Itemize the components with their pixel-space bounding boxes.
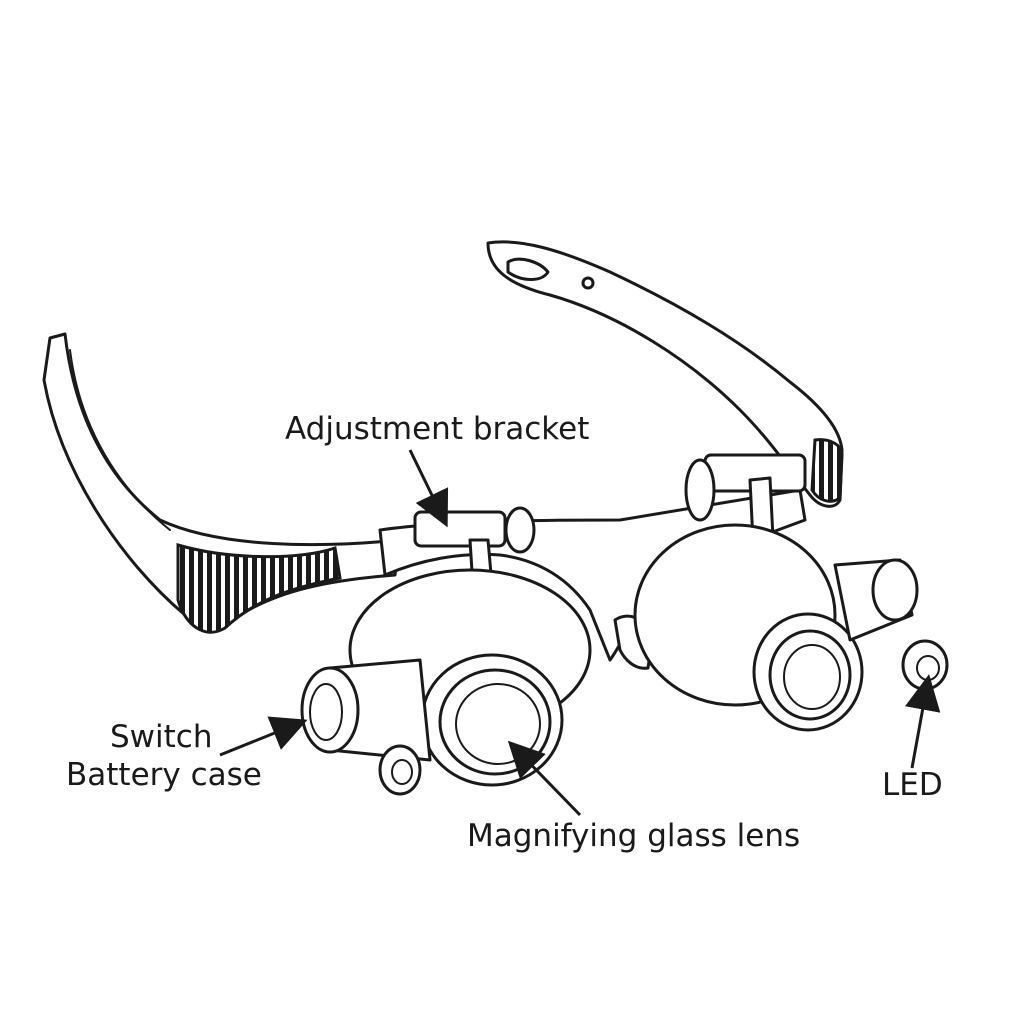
arrow-magnifying-lens — [507, 740, 582, 817]
left-battery-case — [300, 658, 432, 796]
arrow-adjustment-bracket — [408, 449, 449, 528]
arrow-switch — [219, 716, 308, 757]
arrow-led — [904, 674, 941, 769]
right-temple-arm — [486, 240, 844, 508]
label-switch: Switch — [110, 719, 213, 755]
right-adjustment-bracket — [684, 453, 807, 584]
right-lens-housing — [633, 523, 864, 732]
label-magnifying-lens: Magnifying glass lens — [467, 818, 801, 854]
label-battery-case: Battery case — [66, 757, 262, 793]
left-temple-arm — [42, 332, 402, 634]
label-adjustment-bracket: Adjustment bracket — [285, 411, 590, 447]
label-led: LED — [882, 767, 943, 803]
right-battery-case — [833, 558, 949, 691]
